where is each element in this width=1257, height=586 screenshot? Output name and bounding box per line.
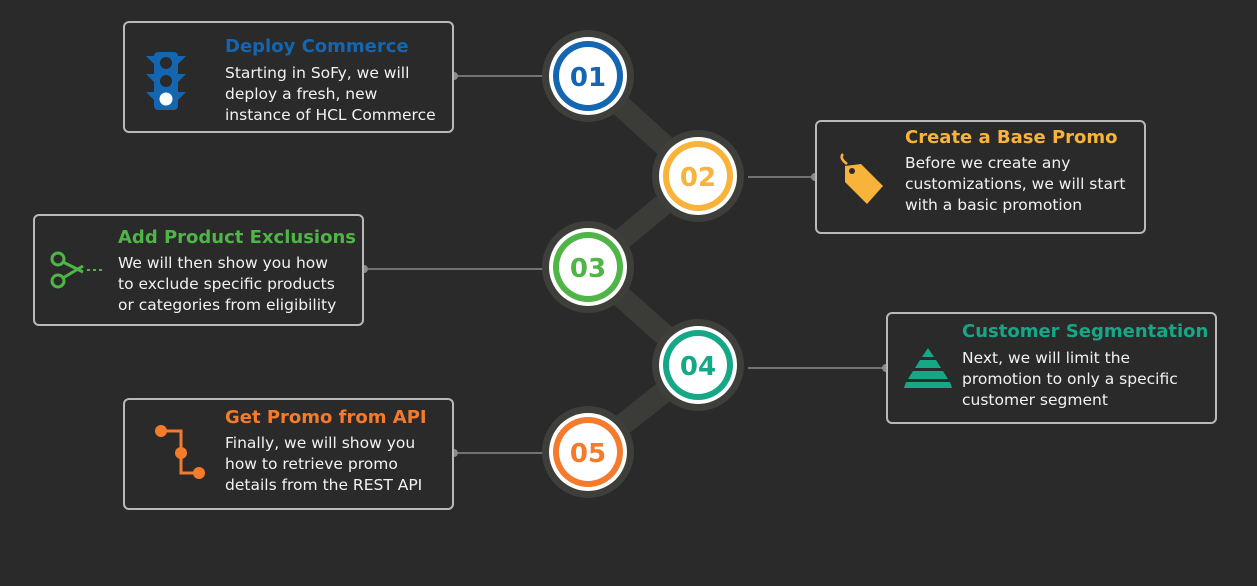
step-description: Finally, we will show you how to retriev… (225, 433, 422, 496)
step-node-inner (559, 238, 617, 296)
step-number: 05 (570, 439, 606, 469)
step-description: We will then show you how to exclude spe… (118, 253, 336, 316)
step-title: Customer Segmentation (962, 321, 1209, 342)
step-node-inner (669, 147, 727, 205)
step-description: Before we create any customizations, we … (905, 153, 1125, 216)
step-node-05: 05 (542, 406, 634, 498)
step-description-line: Starting in SoFy, we will (225, 64, 410, 82)
step-description-line: We will then show you how (118, 254, 328, 272)
step-number: 01 (570, 63, 606, 93)
step-description-line: instance of HCL Commerce (225, 106, 436, 124)
step-number: 02 (680, 163, 716, 193)
step-node-02: 02 (652, 130, 744, 222)
price-tag-icon (840, 153, 883, 204)
step-node-04: 04 (652, 319, 744, 411)
scissors-icon (50, 251, 103, 289)
step-node-01: 01 (542, 30, 634, 122)
step-description-line: how to retrieve promo (225, 455, 398, 473)
flow-nodes-icon (155, 425, 205, 479)
step-title: Add Product Exclusions (118, 227, 356, 248)
step-description-line: with a basic promotion (905, 196, 1083, 214)
step-description-line: to exclude specific products (118, 275, 335, 293)
step-description-line: Before we create any (905, 154, 1071, 172)
step-number: 04 (680, 352, 716, 382)
step-description: Starting in SoFy, we will deploy a fresh… (225, 63, 436, 126)
step-node-inner (559, 423, 617, 481)
step-description-line: details from the REST API (225, 476, 423, 494)
step-card-01: Deploy Commerce Starting in SoFy, we wil… (123, 21, 454, 133)
step-node-03: 03 (542, 221, 634, 313)
step-description-line: deploy a fresh, new (225, 85, 378, 103)
step-title: Create a Base Promo (905, 127, 1118, 148)
step-description-line: Next, we will limit the (962, 349, 1131, 367)
step-number: 03 (570, 254, 606, 284)
step-description-line: customizations, we will start (905, 175, 1126, 193)
step-card-04: Customer Segmentation Next, we will limi… (886, 312, 1217, 424)
step-description-line: Finally, we will show you (225, 434, 416, 452)
step-description: Next, we will limit the promotion to onl… (962, 348, 1178, 411)
step-title: Get Promo from API (225, 407, 427, 428)
step-card-03: Add Product Exclusions We will then show… (33, 214, 364, 326)
step-node-inner (669, 336, 727, 394)
step-description-line: customer segment (962, 391, 1108, 409)
step-title: Deploy Commerce (225, 36, 409, 57)
pyramid-icon (904, 348, 952, 388)
traffic-light-icon (146, 52, 186, 110)
step-card-02: Create a Base Promo Before we create any… (815, 120, 1146, 234)
step-circles: 01 02 03 04 05 (542, 30, 744, 498)
step-node-inner (559, 47, 617, 105)
step-card-05: Get Promo from API Finally, we will show… (123, 398, 454, 510)
step-description-line: promotion to only a specific (962, 370, 1178, 388)
step-description-line: or categories from eligibility (118, 296, 337, 314)
